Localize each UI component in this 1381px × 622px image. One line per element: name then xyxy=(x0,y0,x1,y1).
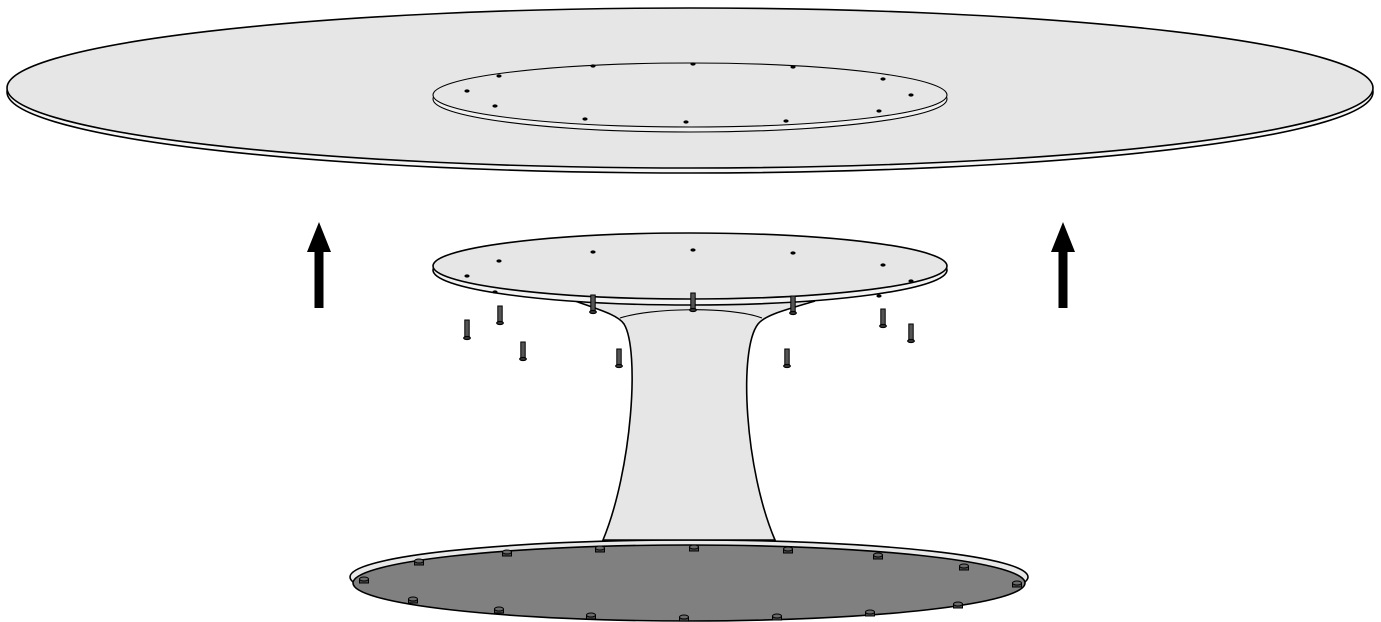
mounting-hole xyxy=(908,279,914,283)
mounting-hole xyxy=(880,77,886,81)
mounting-hole xyxy=(783,119,789,123)
mounting-hole xyxy=(590,250,596,254)
arrow-shaft xyxy=(314,247,324,308)
screw xyxy=(615,348,623,369)
base-foot xyxy=(772,613,782,621)
base-foot xyxy=(408,596,418,604)
mounting-hole xyxy=(880,263,886,267)
screw xyxy=(496,305,504,326)
mounting-hole xyxy=(464,274,470,278)
mounting-hole xyxy=(492,104,498,108)
base-plate xyxy=(349,539,1029,622)
screw xyxy=(783,348,791,369)
mounting-hole xyxy=(492,290,498,294)
screw xyxy=(879,308,887,329)
base-feet-group xyxy=(359,544,1022,622)
mounting-hole xyxy=(496,259,502,263)
lift-arrow-right xyxy=(1051,222,1075,308)
screw xyxy=(789,295,797,316)
base-foot xyxy=(595,545,605,553)
base-foot xyxy=(679,614,689,622)
base-foot xyxy=(414,558,424,566)
mounting-hole xyxy=(496,74,502,78)
arrow-head xyxy=(307,222,331,252)
base-foot xyxy=(873,552,883,560)
pedestal-top-plate-surface xyxy=(432,232,948,300)
mounting-hole xyxy=(582,117,588,121)
mounting-hole xyxy=(790,251,796,255)
arrow-head xyxy=(1051,222,1075,252)
mounting-hole xyxy=(690,62,696,66)
base-plate-underside xyxy=(352,544,1026,622)
screw xyxy=(907,323,915,344)
mounting-hole xyxy=(790,65,796,69)
tabletop-mounting-ring xyxy=(432,62,948,128)
screw xyxy=(519,341,527,362)
screw xyxy=(589,294,597,315)
base-foot xyxy=(689,544,699,552)
tabletop xyxy=(6,7,1374,174)
base-foot xyxy=(865,609,875,617)
mounting-hole xyxy=(908,93,914,97)
pedestal-stem xyxy=(574,300,816,541)
tabletop-hole-group xyxy=(464,62,914,124)
base-foot xyxy=(1012,580,1022,588)
mounting-hole xyxy=(690,248,696,252)
mounting-hole xyxy=(464,89,470,93)
base-foot xyxy=(783,546,793,554)
screw xyxy=(689,292,697,313)
mounting-hole xyxy=(683,120,689,124)
base-foot xyxy=(502,549,512,557)
base-foot xyxy=(959,563,969,571)
lift-arrow-left xyxy=(307,222,331,308)
mounting-hole xyxy=(590,64,596,68)
pedestal-hole-group xyxy=(464,248,914,298)
base-foot xyxy=(953,601,963,609)
pedestal-stem-body xyxy=(574,300,816,541)
screw-group xyxy=(463,292,915,369)
base-foot xyxy=(494,606,504,614)
mounting-hole xyxy=(876,294,882,298)
arrow-shaft xyxy=(1058,247,1068,308)
screw xyxy=(463,319,471,341)
pedestal-top-plate xyxy=(432,232,948,319)
mounting-hole xyxy=(876,109,882,113)
base-foot xyxy=(359,576,369,584)
base-foot xyxy=(586,612,596,620)
